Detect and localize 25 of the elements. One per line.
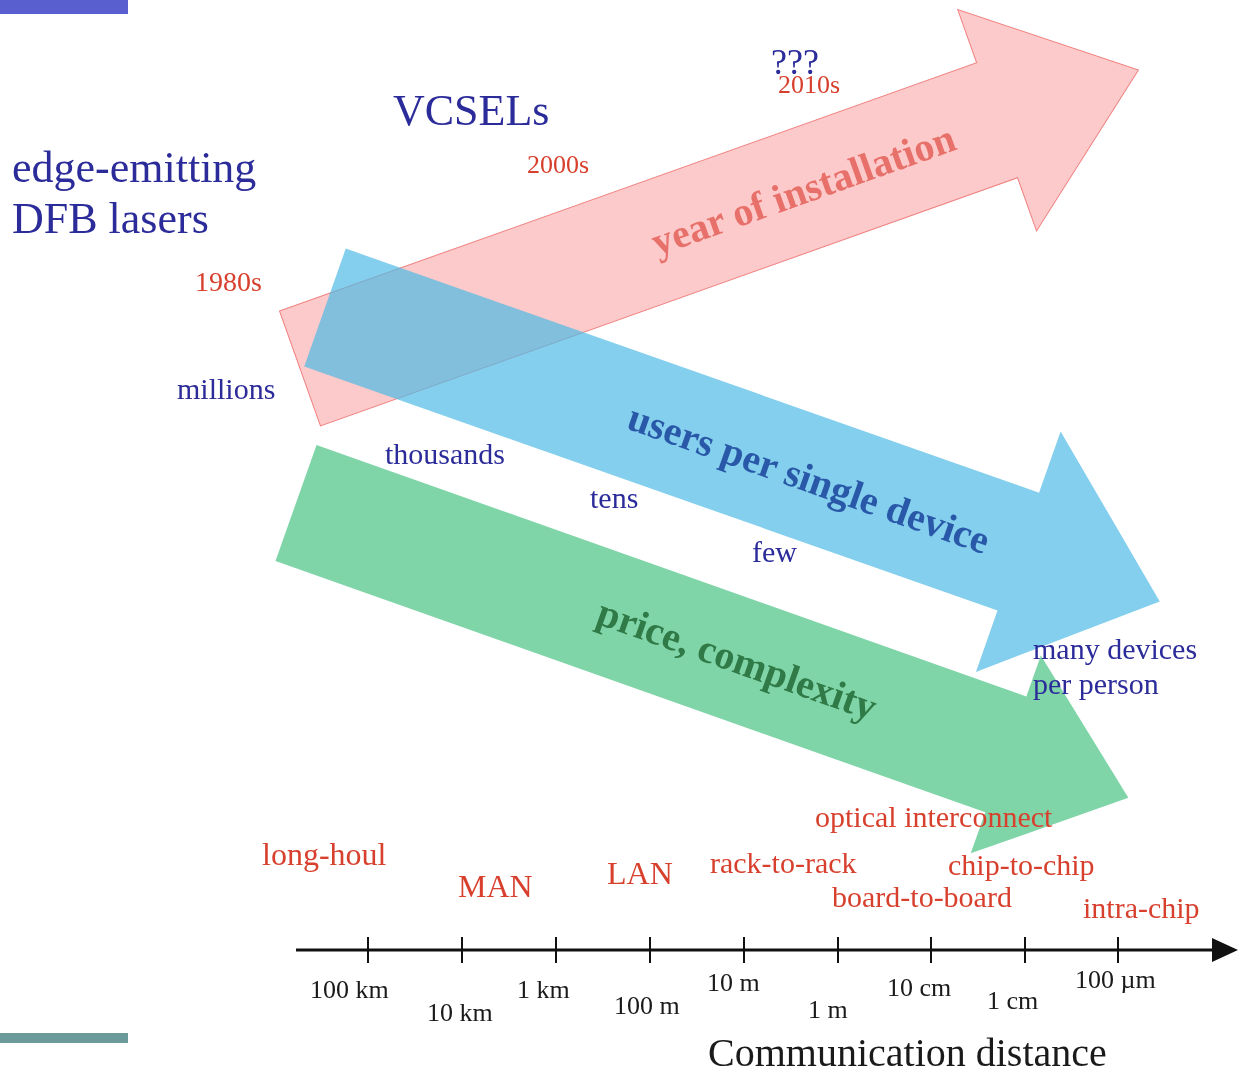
application-label: rack-to-rack — [710, 846, 857, 881]
technology-label: VCSELs — [393, 86, 550, 137]
application-label: long-houl — [262, 836, 387, 873]
application-label: MAN — [458, 868, 533, 905]
tick-label: 10 km — [427, 998, 493, 1028]
application-label: LAN — [607, 855, 673, 892]
tick-label: 1 m — [808, 995, 848, 1025]
count-label: few — [752, 535, 797, 570]
application-label: chip-to-chip — [948, 848, 1095, 883]
axis-title: Communication distance — [708, 1030, 1107, 1076]
year-label: 1980s — [195, 266, 262, 299]
tick-label: 1 cm — [987, 986, 1039, 1016]
tick-label: 1 km — [517, 975, 570, 1005]
technology-label: edge-emitting DFB lasers — [12, 143, 258, 245]
tick-label: 100 m — [614, 991, 680, 1021]
tick-label: 10 m — [707, 968, 760, 998]
tick-label: 100 km — [310, 975, 389, 1005]
application-label: board-to-board — [832, 880, 1012, 915]
tick-label: 10 cm — [887, 973, 952, 1003]
count-label: tens — [590, 481, 639, 516]
tick-label: 100 µm — [1075, 965, 1156, 995]
year-label: 2000s — [527, 150, 590, 180]
application-label: intra-chip — [1083, 891, 1200, 926]
count-label: thousands — [385, 437, 505, 472]
count-label: millions — [177, 372, 276, 407]
